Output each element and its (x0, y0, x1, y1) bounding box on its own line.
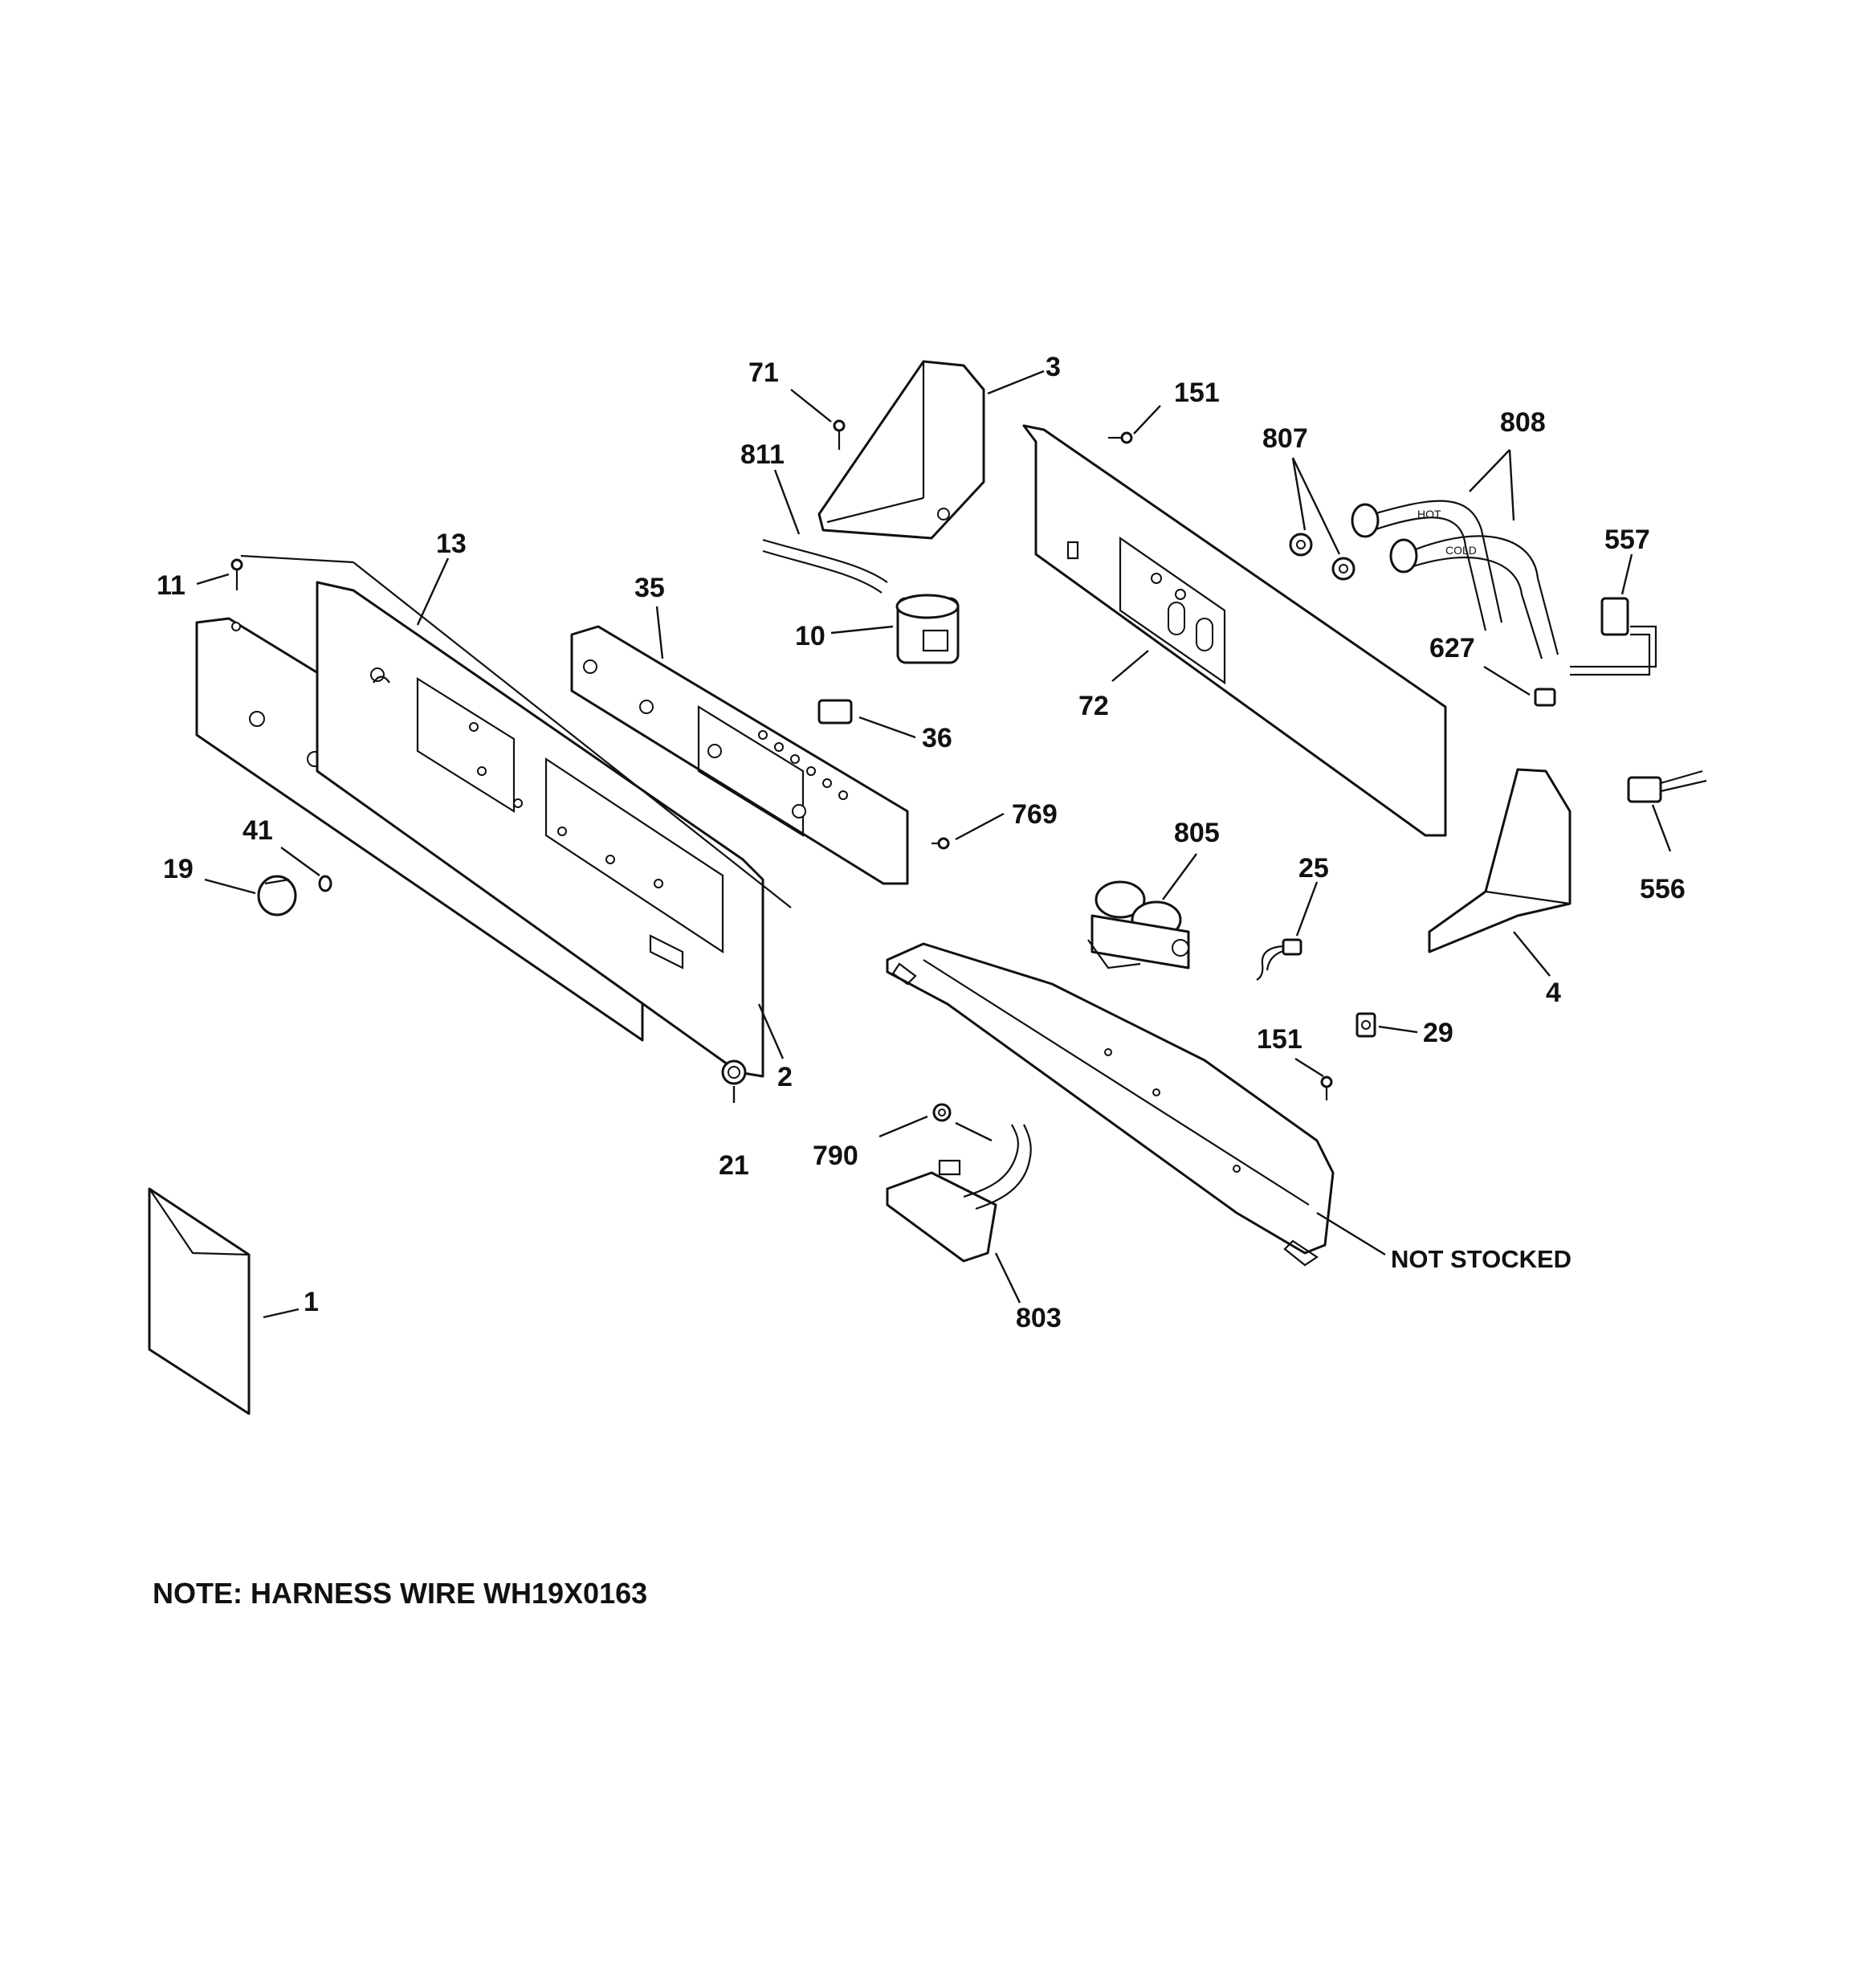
callout-2: 2 (777, 1062, 793, 1092)
part-151-screw-top (1108, 431, 1133, 444)
callout-36: 36 (922, 723, 952, 753)
panel-reference-line (353, 561, 792, 908)
part-72-backsplash (1022, 424, 1447, 837)
callout-41: 41 (243, 815, 273, 846)
part-11-screw (230, 558, 243, 590)
callout-11: 11 (157, 570, 185, 601)
part-803-dispenser-hose (886, 1124, 1032, 1263)
part-10-pressure-switch (895, 594, 960, 664)
callout-35: 35 (634, 573, 665, 603)
callout-19: 19 (163, 854, 194, 884)
callout-811: 811 (740, 439, 785, 470)
callout-25: 25 (1298, 853, 1329, 884)
part-556-connector (1627, 769, 1707, 803)
panel-reference-line (240, 554, 354, 564)
callout-805: 805 (1174, 818, 1220, 848)
part-25-wire-lead (1256, 938, 1302, 981)
part-36-clip (817, 699, 853, 725)
part-35-board-bracket (570, 625, 909, 885)
callout-557: 557 (1604, 525, 1650, 555)
part-769-screw (932, 837, 950, 850)
part-808-inlet-hoses: HOT COLD (1351, 500, 1559, 659)
part-805-water-valve (1087, 880, 1190, 970)
part-557-connector (1570, 597, 1657, 676)
leader-lines (196, 369, 1672, 1304)
bottom-bracket-not-stocked (886, 942, 1335, 1267)
part-21-button (721, 1059, 747, 1085)
part-19-knob (257, 875, 297, 916)
part-151-screw-bottom (1320, 1076, 1333, 1100)
part-4-side-bracket (1428, 768, 1572, 953)
part-41-spring (318, 875, 332, 892)
part-790-hose-clamp (932, 1103, 952, 1122)
callout-13: 13 (436, 529, 467, 559)
hose-cold-label: COLD (1445, 544, 1477, 557)
callout-803: 803 (1016, 1303, 1062, 1333)
part-29-clip (1355, 1012, 1376, 1038)
callout-807: 807 (1262, 423, 1308, 454)
part-627-clip (1534, 688, 1556, 707)
part-71-screw (833, 419, 846, 450)
part-807-washers (1289, 533, 1355, 581)
hose-hot-label: HOT (1417, 508, 1441, 520)
callout-769: 769 (1012, 799, 1058, 830)
harness-wire-note: NOTE: HARNESS WIRE WH19X0163 (153, 1577, 647, 1610)
callout-1: 1 (304, 1287, 319, 1317)
part-811-hose (762, 549, 883, 594)
part-1-envelope (148, 1187, 300, 1415)
callout-29: 29 (1423, 1018, 1453, 1048)
callout-71: 71 (748, 357, 779, 388)
callout-556: 556 (1640, 874, 1686, 904)
callout-3: 3 (1046, 352, 1061, 382)
callout-151-top: 151 (1174, 378, 1220, 408)
callout-808: 808 (1500, 407, 1546, 438)
part-2-panel-frame (316, 581, 764, 1078)
part-3-side-bracket (817, 360, 985, 540)
callout-627: 627 (1429, 633, 1475, 663)
part-811-hose (762, 538, 888, 583)
callout-10: 10 (795, 621, 826, 651)
callout-4: 4 (1546, 978, 1561, 1008)
callout-151-bottom: 151 (1257, 1024, 1302, 1055)
not-stocked-label: NOT STOCKED (1391, 1245, 1572, 1273)
callout-labels: 71 3 151 808 807 811 13 11 35 10 557 627… (157, 352, 1686, 1333)
callout-21: 21 (719, 1150, 749, 1181)
callout-790: 790 (813, 1141, 858, 1171)
callout-72: 72 (1078, 691, 1109, 721)
